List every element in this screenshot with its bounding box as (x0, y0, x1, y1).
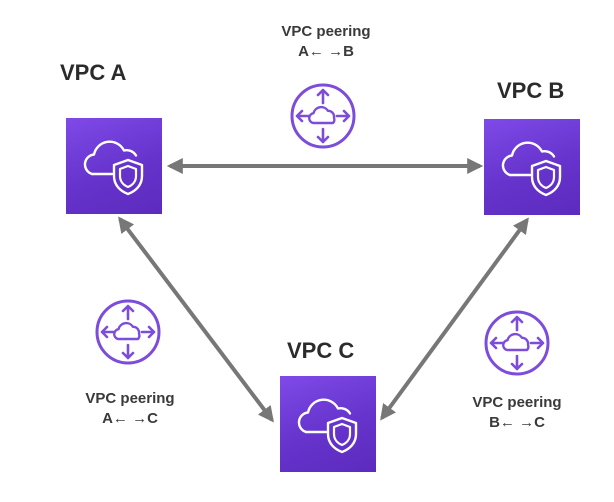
peering-ac-route: A← →C (102, 410, 158, 427)
arrow-a-c (118, 216, 274, 423)
vpc-b-title: VPC B (497, 78, 565, 103)
peering-ab-title: VPC peering (281, 23, 371, 40)
vpc-b-box (484, 119, 580, 215)
peering-bc-route: B← →C (489, 414, 545, 431)
peering-router-icon (95, 299, 161, 365)
peering-bc-title: VPC peering (472, 394, 562, 411)
peering-ac-label: VPC peering A← →C (68, 389, 192, 429)
vpc-a-title: VPC A (60, 60, 127, 85)
peering-router-icon (290, 83, 356, 149)
vpc-a-box (66, 118, 162, 214)
arrow-b-c (380, 217, 529, 421)
cloud-shield-icon (501, 141, 562, 197)
peering-router-icon (484, 310, 550, 376)
peering-ab-label: VPC peering A← →B (264, 22, 388, 62)
cloud-shield-icon (297, 398, 358, 454)
peering-ac-title: VPC peering (85, 390, 175, 407)
peering-ab-route: A← →B (298, 43, 354, 60)
peering-bc-label: VPC peering B← →C (455, 393, 579, 433)
vpc-c-box (280, 376, 376, 472)
cloud-shield-icon (83, 140, 144, 196)
vpc-c-title: VPC C (287, 338, 355, 363)
